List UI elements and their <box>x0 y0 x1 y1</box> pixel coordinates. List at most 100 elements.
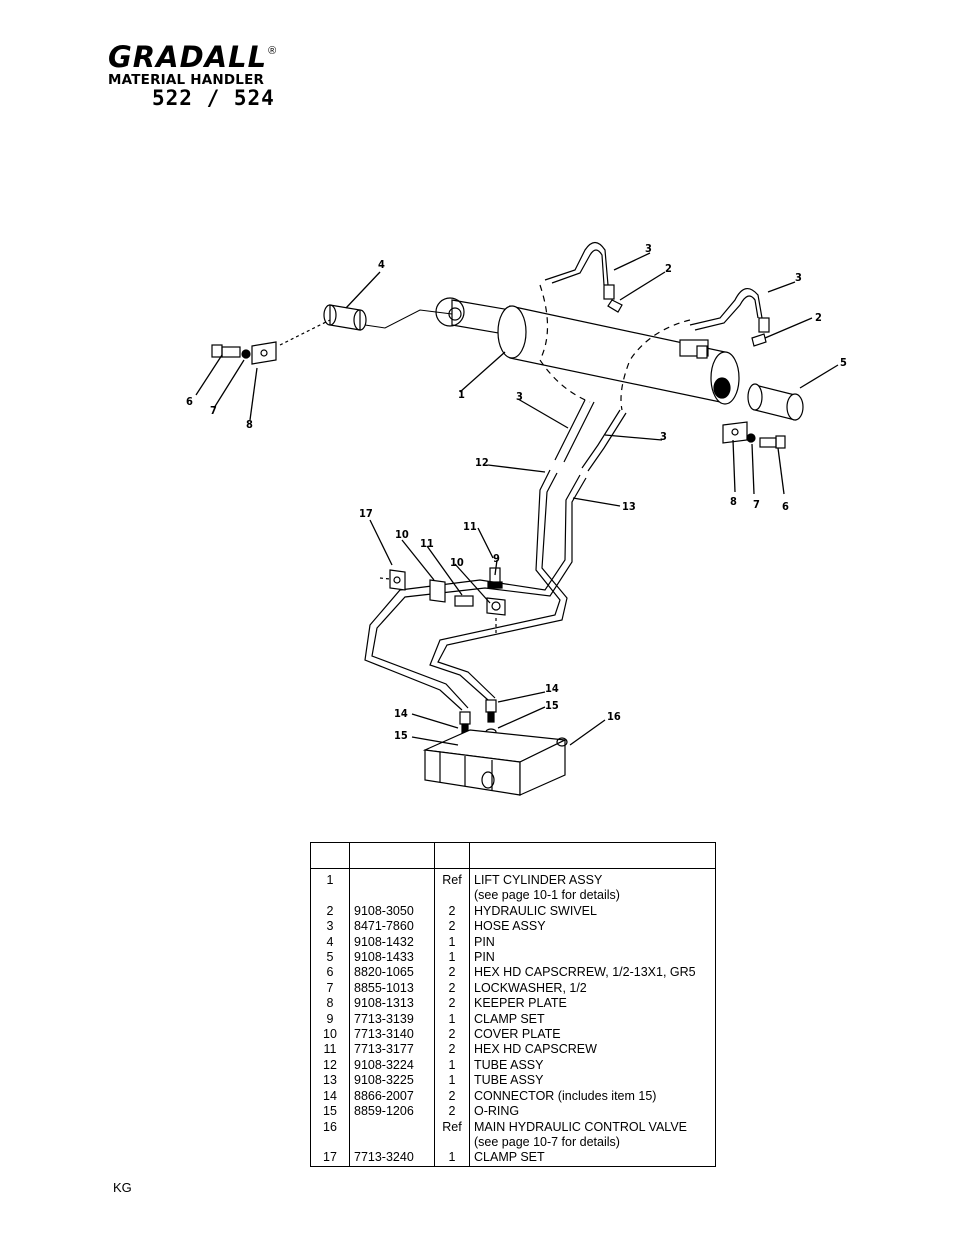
callout-13: 13 <box>622 500 636 513</box>
cell-item: 8 <box>310 996 350 1012</box>
cell-desc: KEEPER PLATE <box>469 996 716 1012</box>
callout-5: 5 <box>840 356 847 369</box>
cell-qty: 1 <box>434 1150 470 1167</box>
callout-7-left: 7 <box>210 404 217 417</box>
cell-part <box>349 868 435 889</box>
callout-14-left: 14 <box>394 707 408 720</box>
callout-4: 4 <box>378 258 385 271</box>
cell-item: 2 <box>310 903 350 920</box>
callout-6-left: 6 <box>186 395 193 408</box>
callout-12: 12 <box>475 456 489 469</box>
callout-15-right: 15 <box>545 699 559 712</box>
cell-part: 9108-1432 <box>349 934 435 951</box>
parts-table-header <box>310 842 716 869</box>
brand-name: GRADALL <box>108 40 268 74</box>
cell-desc: LOCKWASHER, 1/2 <box>469 980 716 997</box>
cell-qty: 2 <box>434 996 470 1012</box>
callout-10-left: 10 <box>395 528 409 541</box>
cell-desc: PIN <box>469 950 716 966</box>
cell-desc: COVER PLATE <box>469 1027 716 1043</box>
cell-part: 9108-1433 <box>349 950 435 966</box>
cell-qty: 1 <box>434 1057 470 1074</box>
header-item <box>310 842 350 869</box>
callout-16: 16 <box>607 710 621 723</box>
cell-item: 4 <box>310 934 350 951</box>
cell-part <box>349 1134 435 1151</box>
cell-qty: 2 <box>434 1042 470 1058</box>
cell-part <box>349 888 435 904</box>
callout-14-right: 14 <box>545 682 559 695</box>
cell-desc: CLAMP SET <box>469 1011 716 1028</box>
cell-qty: 1 <box>434 950 470 966</box>
cell-item: 3 <box>310 919 350 935</box>
lift-cylinder-drawing <box>435 297 740 405</box>
cell-desc: LIFT CYLINDER ASSY <box>469 868 716 889</box>
callout-11-top: 11 <box>463 520 477 533</box>
callout-6-right: 6 <box>782 500 789 513</box>
cell-part: 8855-1013 <box>349 980 435 997</box>
cell-item: 16 <box>310 1119 350 1135</box>
cell-desc: HEX HD CAPSCREW <box>469 1042 716 1058</box>
cell-part: 9108-3050 <box>349 903 435 920</box>
cell-qty: 1 <box>434 1073 470 1089</box>
cell-part: 9108-3224 <box>349 1057 435 1074</box>
cell-qty: Ref <box>434 868 470 889</box>
cell-part: 8471-7860 <box>349 919 435 935</box>
logo-subtitle: MATERIAL HANDLER <box>108 72 265 88</box>
cell-desc: (see page 10-1 for details) <box>469 888 716 904</box>
cell-part: 8859-1206 <box>349 1104 435 1120</box>
cell-part <box>349 1119 435 1135</box>
cell-item: 10 <box>310 1027 350 1043</box>
keeper-right-drawing <box>722 421 786 449</box>
cell-part: 7713-3240 <box>349 1150 435 1167</box>
footer-code: KG <box>113 1180 132 1195</box>
cell-part: 7713-3140 <box>349 1027 435 1043</box>
cell-qty: 1 <box>434 1011 470 1028</box>
cell-qty: 2 <box>434 980 470 997</box>
cell-item: 1 <box>310 868 350 889</box>
cell-desc: HOSE ASSY <box>469 919 716 935</box>
cell-desc: HYDRAULIC SWIVEL <box>469 903 716 920</box>
header-part <box>349 842 435 869</box>
cell-qty: 1 <box>434 934 470 951</box>
callout-8-right: 8 <box>730 495 737 508</box>
cell-part: 9108-3225 <box>349 1073 435 1089</box>
callout-leaders <box>195 252 839 746</box>
callout-3-left: 3 <box>516 390 523 403</box>
keeper-left-drawing <box>211 341 277 365</box>
cell-desc: CLAMP SET <box>469 1150 716 1167</box>
cell-qty: 2 <box>434 903 470 920</box>
cell-qty: 2 <box>434 1104 470 1120</box>
exploded-parts-diagram: 4 3 2 3 2 5 1 3 3 6 7 8 8 7 6 12 13 17 1… <box>186 241 847 796</box>
clamp-set-drawing <box>379 567 506 635</box>
header-description <box>469 842 716 869</box>
cell-item: 7 <box>310 980 350 997</box>
cell-desc: HEX HD CAPSCRREW, 1/2-13X1, GR5 <box>469 965 716 981</box>
cell-qty: 2 <box>434 919 470 935</box>
cell-desc: (see page 10-7 for details) <box>469 1134 716 1151</box>
hoses-drawing <box>539 241 770 411</box>
control-valve-drawing <box>422 699 568 796</box>
table-row: (see page 10-1 for details) <box>310 888 716 904</box>
callout-7-right: 7 <box>753 498 760 511</box>
header-qty <box>434 842 470 869</box>
cell-desc: TUBE ASSY <box>469 1057 716 1074</box>
callout-10-top: 9 <box>493 552 500 565</box>
cell-qty: 2 <box>434 965 470 981</box>
